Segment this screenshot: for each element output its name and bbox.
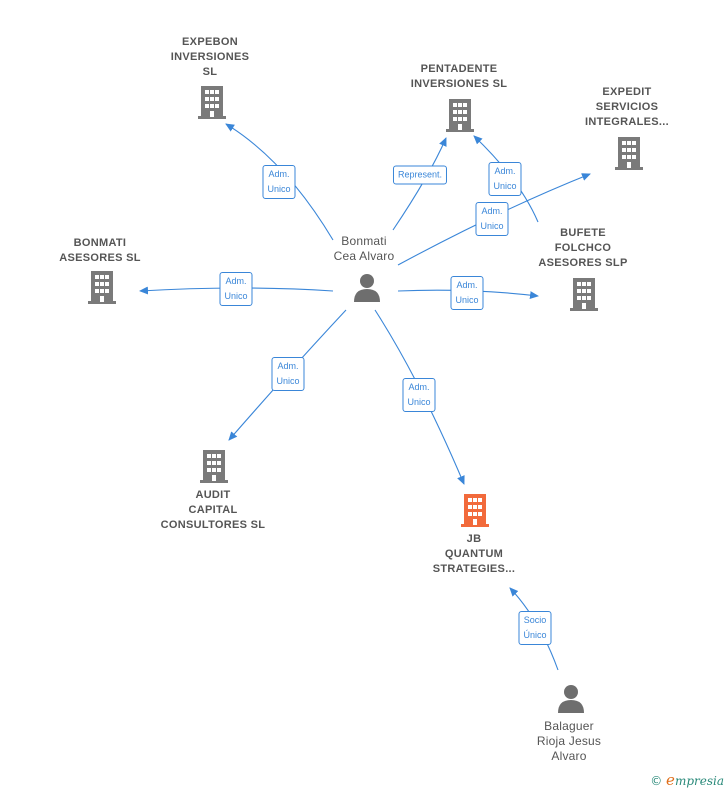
edge-label-adm-unico: Adm. Unico: [219, 272, 253, 306]
building-icon-highlighted[interactable]: [459, 493, 491, 527]
building-icon[interactable]: [444, 98, 476, 132]
company-label-expedit[interactable]: EXPEDIT SERVICIOS INTEGRALES...: [585, 86, 669, 128]
edge-label-adm-unico: Adm. Unico: [450, 276, 484, 310]
person-icon[interactable]: [352, 272, 382, 302]
company-label-audit[interactable]: AUDIT CAPITAL CONSULTORES SL: [160, 489, 266, 531]
company-label-bufete[interactable]: BUFETE FOLCHCO ASESORES SLP: [538, 227, 628, 269]
copyright-symbol: ©: [650, 774, 663, 788]
building-icon[interactable]: [568, 277, 600, 311]
person-label-balaguer[interactable]: Balaguer Rioja Jesus Alvaro: [536, 719, 602, 763]
edge-label-adm-unico: Adm. Unico: [402, 378, 436, 412]
edge-label-adm-unico: Adm. Unico: [262, 165, 296, 199]
building-icon[interactable]: [196, 85, 228, 119]
company-label-pentadente[interactable]: PENTADENTE INVERSIONES SL: [410, 63, 508, 90]
building-icon[interactable]: [613, 136, 645, 170]
person-label-bonmati[interactable]: Bonmati Cea Alvaro: [333, 234, 395, 263]
edge-label-adm-unico: Adm. Unico: [488, 162, 522, 196]
company-label-expebon[interactable]: EXPEBON INVERSIONES SL: [170, 36, 250, 78]
empresia-logo[interactable]: © empresia: [650, 771, 724, 789]
building-icon[interactable]: [198, 449, 230, 483]
person-icon[interactable]: [556, 683, 586, 713]
brand-name: mpresia: [674, 774, 724, 788]
edge-label-adm-unico: Adm. Unico: [271, 357, 305, 391]
edge-label-adm-unico: Adm. Unico: [475, 202, 509, 236]
brand-initial: e: [666, 771, 675, 789]
edge-label-represent: Represent.: [392, 165, 448, 185]
building-icon[interactable]: [86, 270, 118, 304]
company-label-bonmati-asesores[interactable]: BONMATI ASESORES SL: [59, 237, 141, 264]
company-label-jb-quantum[interactable]: JB QUANTUM STRATEGIES...: [432, 533, 516, 575]
edge-label-socio-unico: Socio Único: [518, 611, 552, 645]
